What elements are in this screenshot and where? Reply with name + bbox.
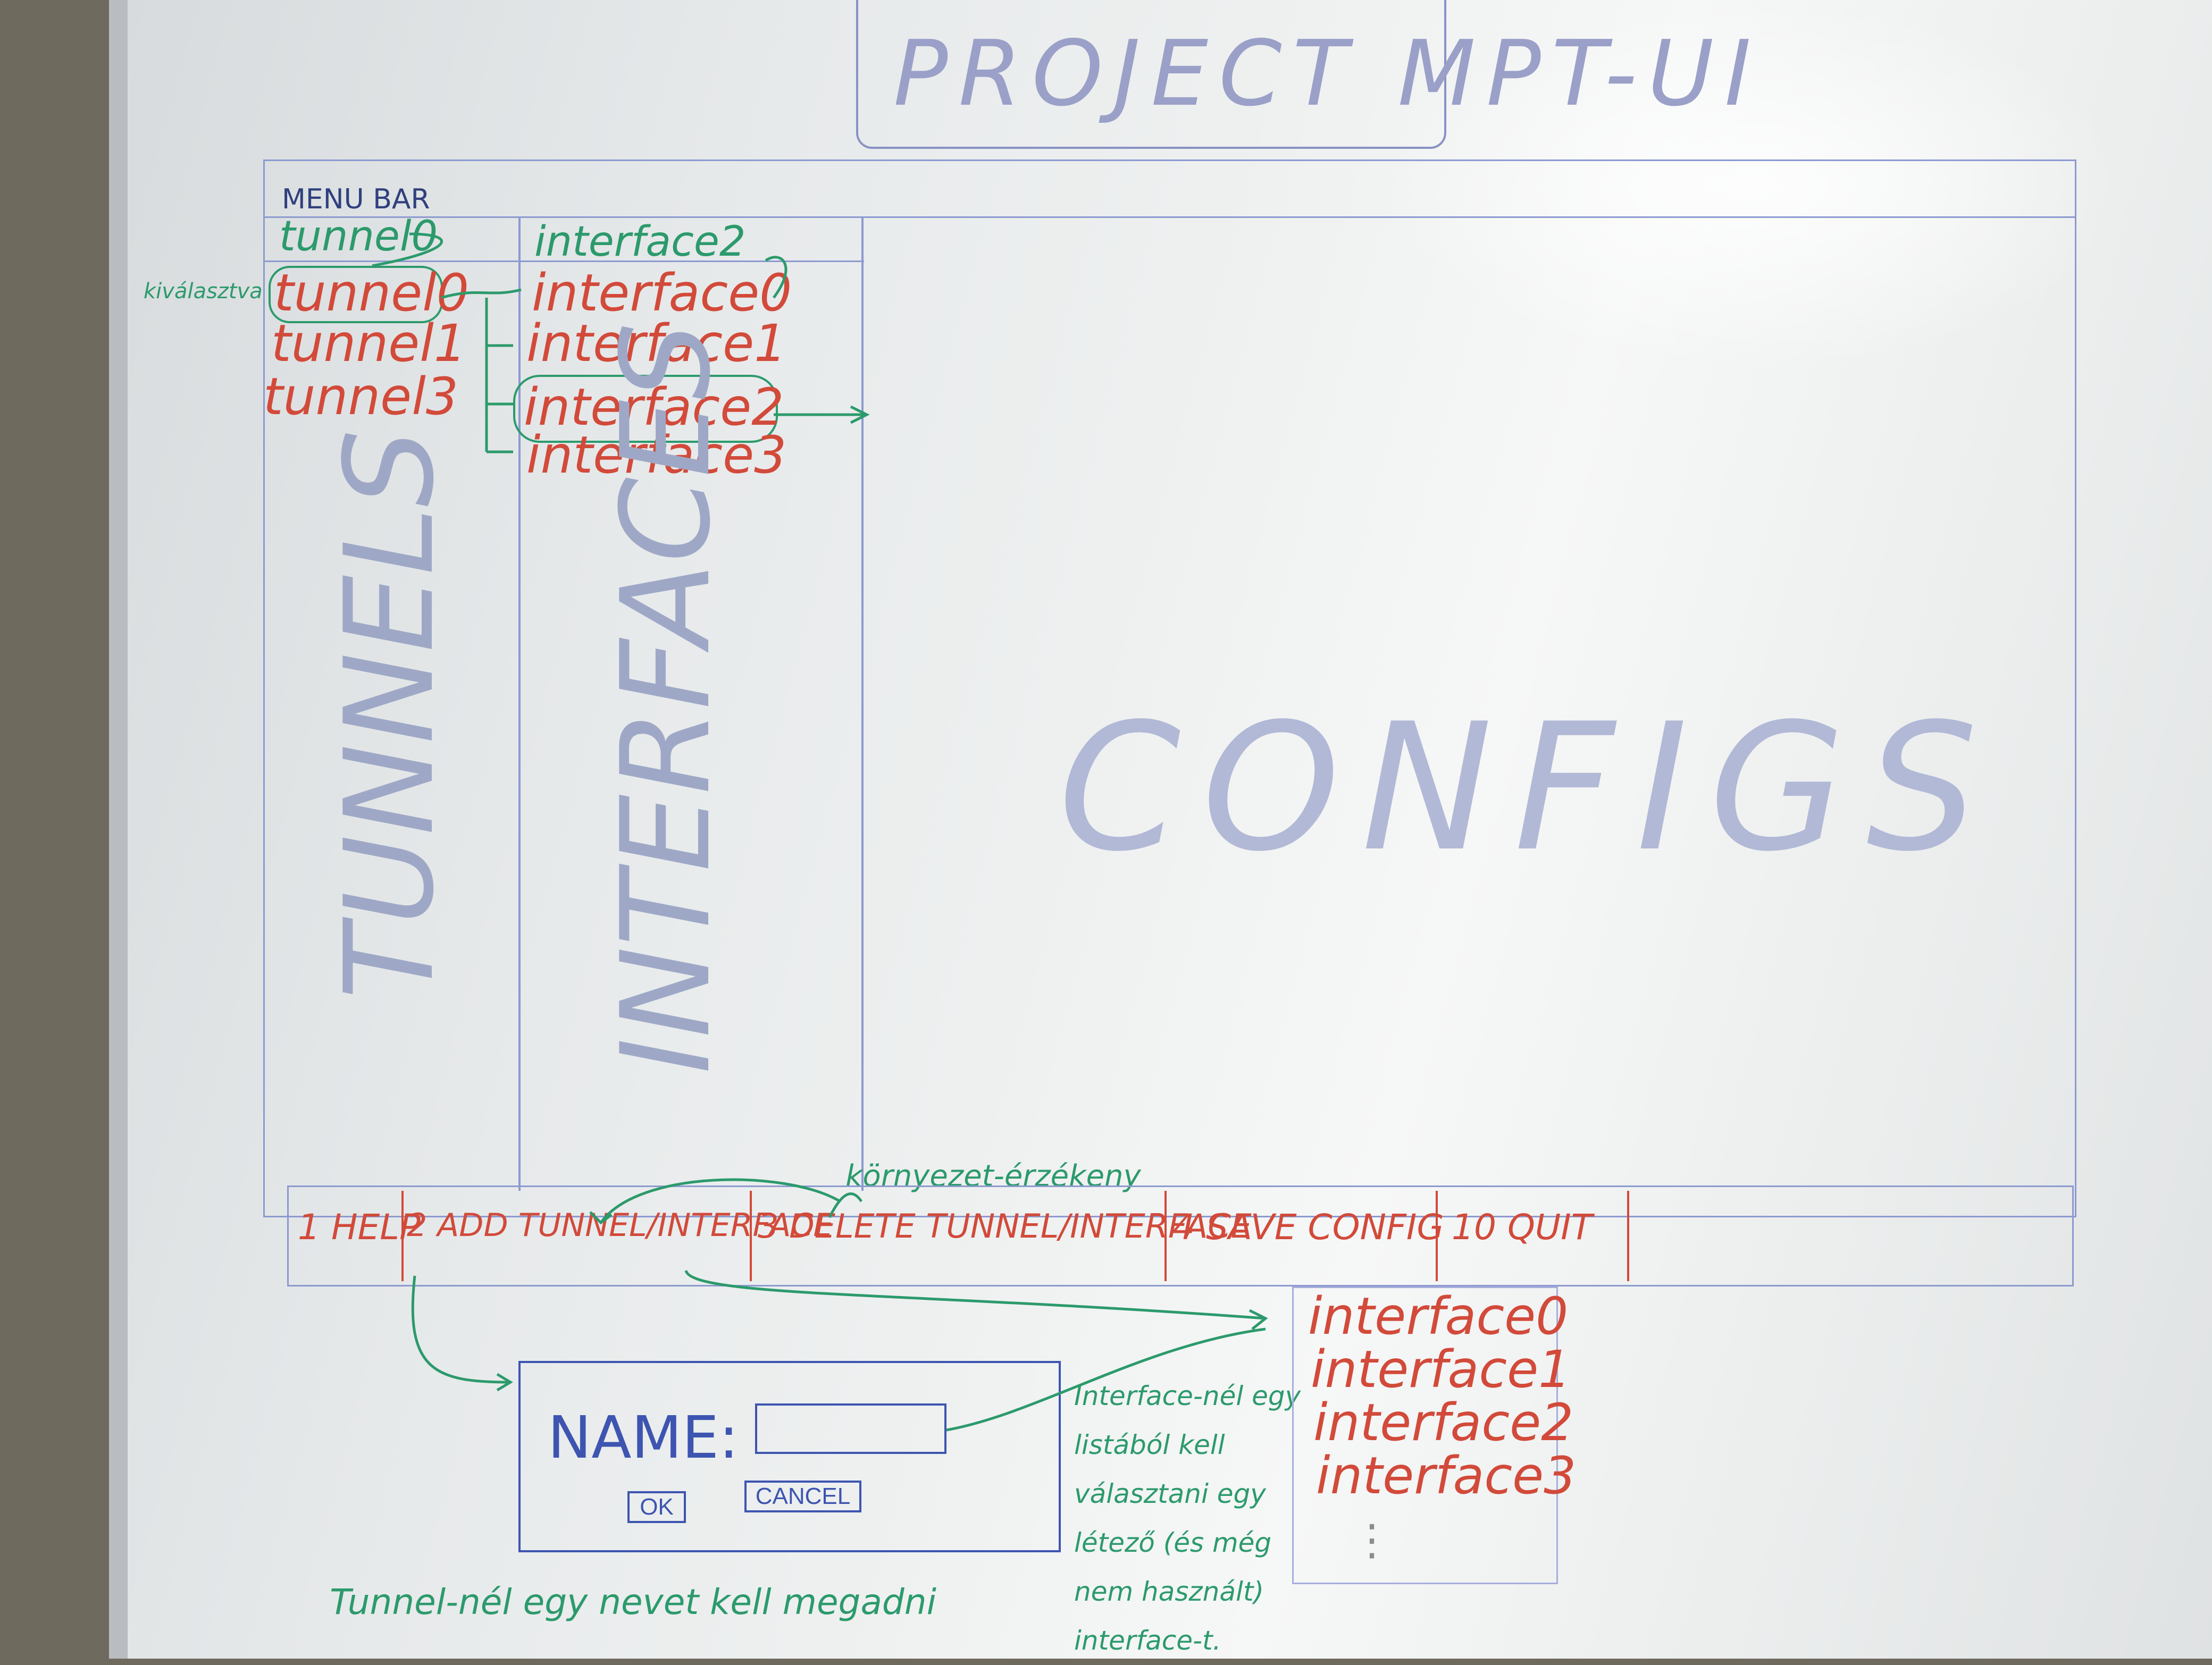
context-arrow-right	[828, 1192, 863, 1218]
title-box	[856, 0, 1446, 149]
menubar-label: MENU BAR	[282, 183, 430, 215]
ok-button[interactable]: OK	[627, 1491, 686, 1523]
name-input[interactable]	[755, 1403, 946, 1454]
selection-hint-arrow	[372, 232, 443, 267]
quit-button[interactable]: 10 QUIT	[1452, 1207, 1593, 1248]
dropdown-item[interactable]: interface1	[1311, 1340, 1571, 1399]
tunnel-note: Tunnel-nél egy nevet kell megadni	[330, 1582, 936, 1622]
interface-item[interactable]: interface2	[524, 377, 784, 437]
function-separator	[1436, 1191, 1438, 1281]
cancel-button[interactable]: CANCEL	[744, 1481, 861, 1512]
dropdown-item[interactable]: interface0	[1308, 1286, 1569, 1346]
column-divider-interfaces	[861, 218, 864, 1191]
context-arrow-left	[589, 1178, 841, 1225]
menubar-frame	[263, 159, 2076, 218]
interface-item[interactable]: interface1	[526, 314, 787, 373]
help-button[interactable]: 1 HELP	[298, 1207, 421, 1248]
dropdown-more: ⋮	[1351, 1515, 1393, 1565]
tunnels-selection-note: kiválasztva	[144, 279, 263, 304]
light-glare	[1382, 0, 2127, 372]
tunnel-to-interface-arrow	[441, 288, 522, 299]
dropdown-item[interactable]: interface3	[1316, 1446, 1577, 1506]
interface-item[interactable]: interface3	[526, 425, 787, 485]
tunnel-selection-highlight	[269, 266, 443, 323]
interface-hint-arrow	[765, 256, 787, 299]
interfaces-selected-hint: interface2	[534, 218, 746, 266]
interface-item[interactable]: interface0	[532, 263, 792, 323]
function-separator	[401, 1191, 404, 1281]
interface-dropdown	[1292, 1286, 1558, 1584]
column-divider-tunnels	[518, 218, 521, 1191]
function-separator	[750, 1191, 752, 1281]
input-to-dropdown-arrow	[946, 1327, 1266, 1432]
name-label: NAME:	[548, 1403, 739, 1471]
delete-tunnel-interface-button[interactable]: 3 DELETE TUNNEL/INTERFACE	[758, 1207, 1252, 1246]
interface-to-config-arrow	[774, 405, 870, 424]
interface-note: Interface-nél egy listából kell választa…	[1074, 1381, 1301, 1656]
configs-header: CONFIGS	[1058, 686, 1999, 890]
tunnel-item[interactable]: tunnel1	[271, 314, 466, 373]
function-separator	[1627, 1191, 1629, 1281]
add-to-dropdown-arrow	[684, 1270, 1268, 1330]
tunnel-item[interactable]: tunnel3	[263, 367, 458, 426]
add-to-dialog-arrow	[411, 1275, 513, 1392]
tunnels-selected-hint: tunnel0	[279, 213, 438, 260]
interface-selection-highlight	[513, 375, 778, 443]
interface-list-bracket	[485, 298, 513, 453]
add-tunnel-interface-button[interactable]: 2 ADD TUNNEL/INTERFACE	[407, 1207, 834, 1244]
function-separator	[1164, 1191, 1167, 1281]
tunnel-item[interactable]: tunnel0	[274, 263, 469, 323]
list-header-line	[263, 260, 864, 262]
project-title: PROJECT MPT-UI	[893, 21, 1762, 127]
save-config-button[interactable]: 4 SAVE CONFIG	[1172, 1207, 1444, 1248]
dropdown-item[interactable]: interface2	[1313, 1393, 1574, 1452]
name-dialog	[518, 1361, 1061, 1552]
context-sensitive-note: környezet-érzékeny	[845, 1159, 1141, 1193]
function-bar	[287, 1185, 2074, 1286]
